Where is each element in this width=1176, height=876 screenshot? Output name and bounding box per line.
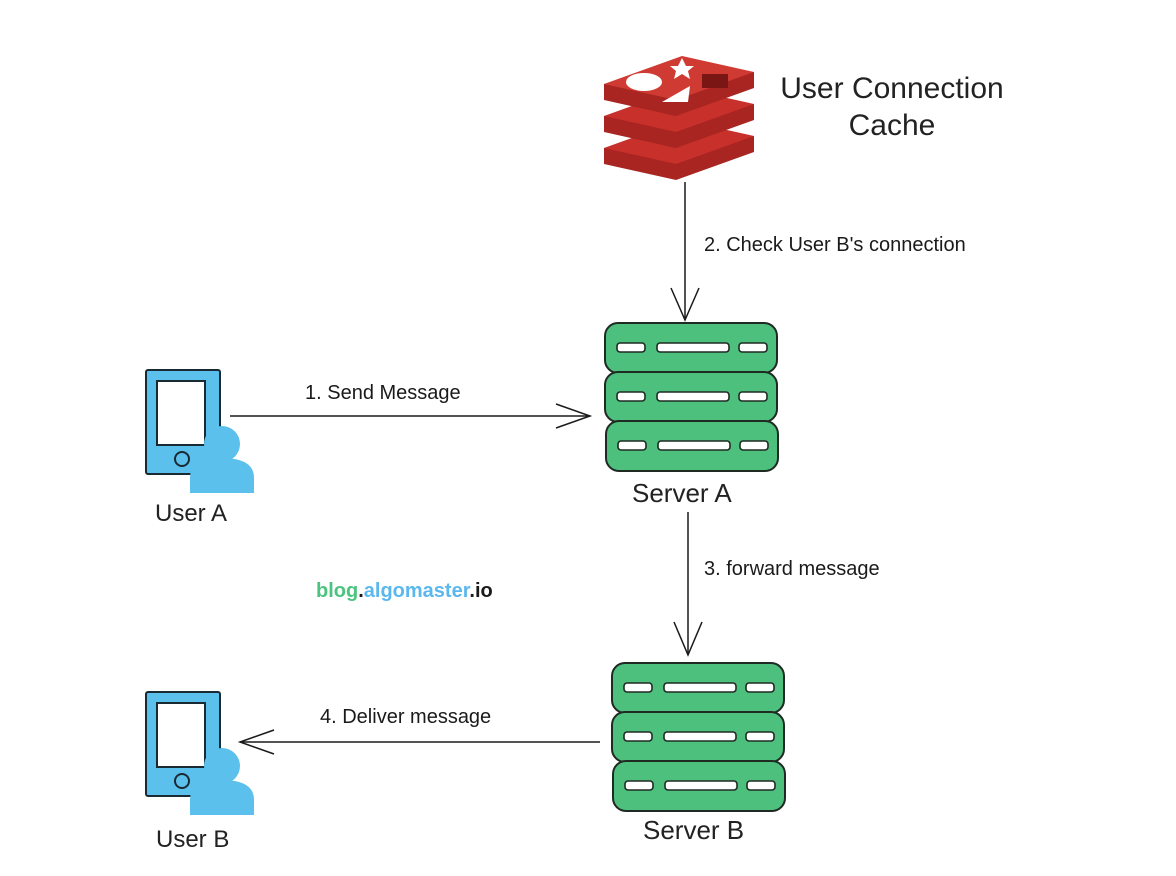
user-a-icon: [145, 369, 255, 494]
watermark: blog.algomaster.io: [316, 580, 493, 603]
step-1-label: 1. Send Message: [305, 382, 461, 404]
step-4-label: 4. Deliver message: [320, 706, 492, 728]
watermark-algomaster: algomaster: [363, 580, 470, 602]
watermark-blog: blog: [316, 580, 359, 602]
cache-title-line2: Cache: [848, 109, 936, 142]
arrow-check-connection: [670, 182, 700, 322]
step-3-label: 3. forward message: [704, 558, 880, 580]
user-a-label: User A: [155, 500, 228, 527]
arrow-send-message: [230, 403, 593, 429]
arrow-forward-message: [673, 512, 703, 657]
server-a-label: Server A: [632, 478, 732, 508]
server-b-icon: [611, 662, 786, 812]
user-b-label: User B: [156, 826, 230, 853]
user-b-icon: [145, 691, 255, 816]
watermark-dot: .: [358, 580, 364, 602]
cache-title: User Connection Cache: [764, 70, 1020, 144]
watermark-dot: .: [469, 580, 475, 602]
watermark-io: io: [474, 580, 493, 602]
step-2-label: 2. Check User B's connection: [704, 234, 966, 256]
server-b-label: Server B: [643, 815, 745, 845]
cache-title-line1: User Connection: [780, 72, 1004, 105]
redis-cache-icon: [604, 56, 754, 180]
arrow-deliver-message: [237, 729, 600, 755]
server-a-icon: [604, 322, 779, 472]
